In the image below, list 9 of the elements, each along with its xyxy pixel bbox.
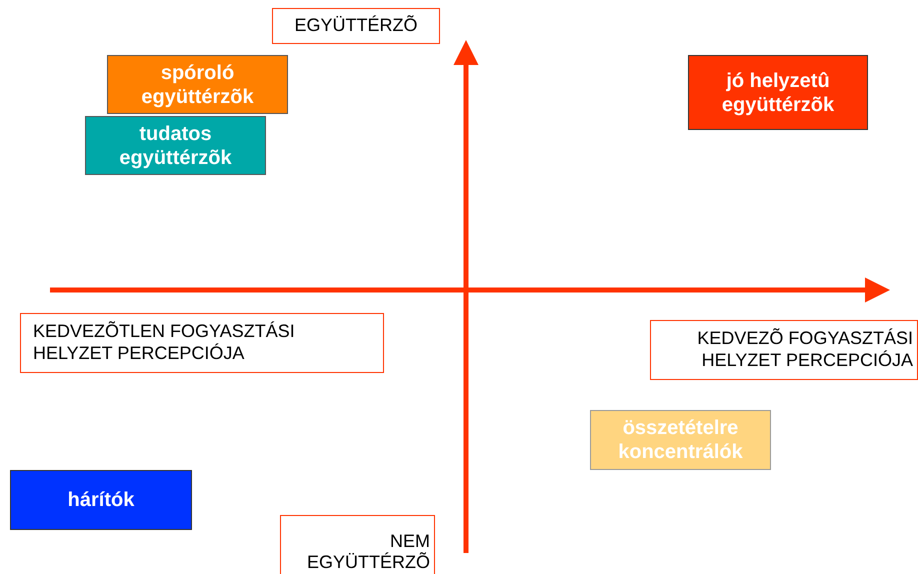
axis-label: KEDVEZÕ FOGYASZTÁSI HELYZET PERCEPCIÓJA — [650, 320, 918, 380]
segment-box: spóroló együttérzõk — [107, 55, 288, 114]
segment-box: tudatos együttérzõk — [85, 116, 266, 175]
axis-label: KEDVEZÕTLEN FOGYASZTÁSI HELYZET PERCEPCIÓJA — [20, 313, 384, 373]
segment-box: összetételre koncentrálók — [590, 410, 771, 470]
segment-box: jó helyzetû együttérzõk — [688, 55, 868, 130]
segment-box: hárítók — [10, 470, 192, 530]
axis-label: NEM EGYÜTTÉRZÕ — [280, 515, 435, 574]
axis-label: EGYÜTTÉRZÕ — [272, 8, 440, 44]
